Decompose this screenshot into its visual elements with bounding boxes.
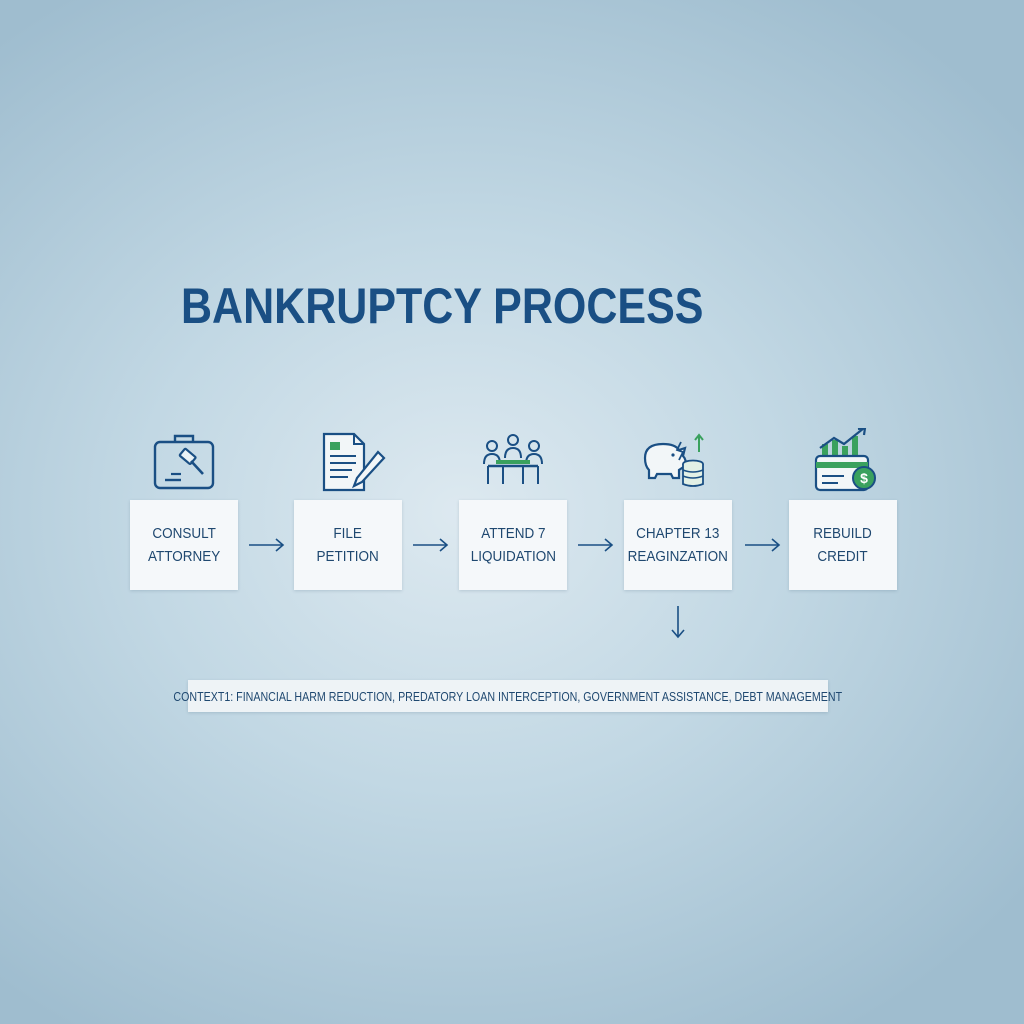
arrow-down-icon	[671, 606, 685, 639]
context-text: CONTEXT1: FINANCIAL HARM REDUCTION, PRED…	[173, 688, 843, 704]
context-banner: CONTEXT1: FINANCIAL HARM REDUCTION, PRED…	[174, 680, 842, 712]
step-label: REBUILD CREDIT	[813, 525, 873, 565]
briefcase-gavel-icon	[153, 434, 215, 490]
svg-text:$: $	[860, 470, 868, 486]
arrow-right-icon	[745, 538, 781, 552]
page-title: BANKRUPTCY PROCESS	[181, 278, 704, 334]
step-label: FILE PETITION	[316, 525, 380, 565]
arrow-right-icon	[578, 538, 614, 552]
arrow-right-icon	[413, 538, 449, 552]
document-pen-icon	[322, 432, 386, 492]
step-file-petition: FILE PETITION	[294, 500, 402, 590]
step-chapter-13: CHAPTER 13 REAGINZATION	[624, 500, 732, 590]
credit-card-growth-icon: $	[814, 428, 876, 492]
meeting-table-icon	[483, 434, 543, 484]
step-label: CHAPTER 13 REAGINZATION	[627, 525, 729, 565]
piggy-bank-coins-icon	[643, 433, 704, 487]
step-attend-liquidation: ATTEND 7 LIQUIDATION	[459, 500, 567, 590]
arrow-right-icon	[249, 538, 285, 552]
step-label: CONSULT ATTORNEY	[147, 525, 221, 565]
step-label: ATTEND 7 LIQUIDATION	[470, 525, 556, 565]
step-consult-attorney: CONSULT ATTORNEY	[130, 500, 238, 590]
step-rebuild-credit: REBUILD CREDIT	[789, 500, 897, 590]
